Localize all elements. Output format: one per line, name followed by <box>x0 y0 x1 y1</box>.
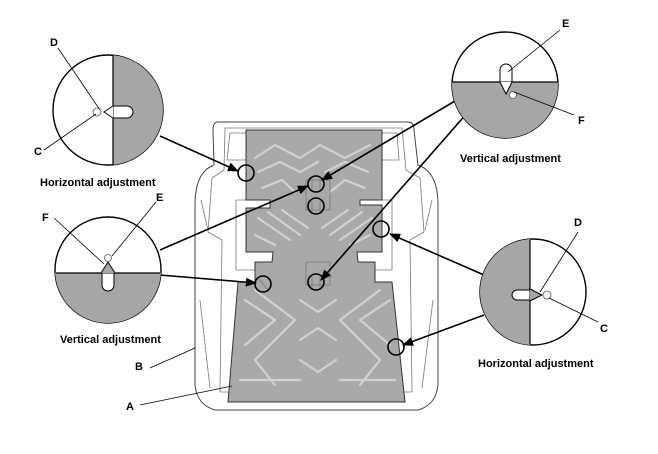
zoom-detail-vertical-upper <box>451 31 559 139</box>
point-vertical-lower-center <box>307 273 325 291</box>
callout-f-bottom-left: F <box>42 212 49 224</box>
callout-c-bottom-right: C <box>600 323 608 335</box>
callout-e-bottom-left: E <box>156 192 163 204</box>
caption-horizontal-adjustment-right: Horizontal adjustment <box>478 358 594 370</box>
zoom-detail-horizontal-right <box>479 238 587 346</box>
zoom-detail-vertical-lower <box>54 216 162 324</box>
point-horizontal-upper-left <box>237 164 255 182</box>
point-vertical-upper-2 <box>307 197 325 215</box>
callout-d-bottom-right: D <box>574 217 582 229</box>
callout-c-top-left: C <box>34 146 42 158</box>
callout-e-top-right: E <box>562 18 569 30</box>
seat-heater-mat <box>227 129 406 403</box>
caption-vertical-adjustment-upper: Vertical adjustment <box>460 153 561 165</box>
point-horizontal-lower-right <box>387 338 405 356</box>
callout-a-heater-mat: A <box>126 401 134 413</box>
callout-f-top-right: F <box>578 115 585 127</box>
callout-d-top-left: D <box>50 37 58 49</box>
zoom-detail-horizontal-left <box>52 54 164 166</box>
callout-b-seat-cushion: B <box>135 361 143 373</box>
point-horizontal-mid-right <box>372 220 390 238</box>
caption-horizontal-adjustment-left: Horizontal adjustment <box>40 177 156 189</box>
heater-element-grooves <box>238 143 397 387</box>
pointer-lines <box>159 97 485 346</box>
point-vertical-upper-1 <box>307 175 325 193</box>
caption-vertical-adjustment-lower: Vertical adjustment <box>60 334 161 346</box>
